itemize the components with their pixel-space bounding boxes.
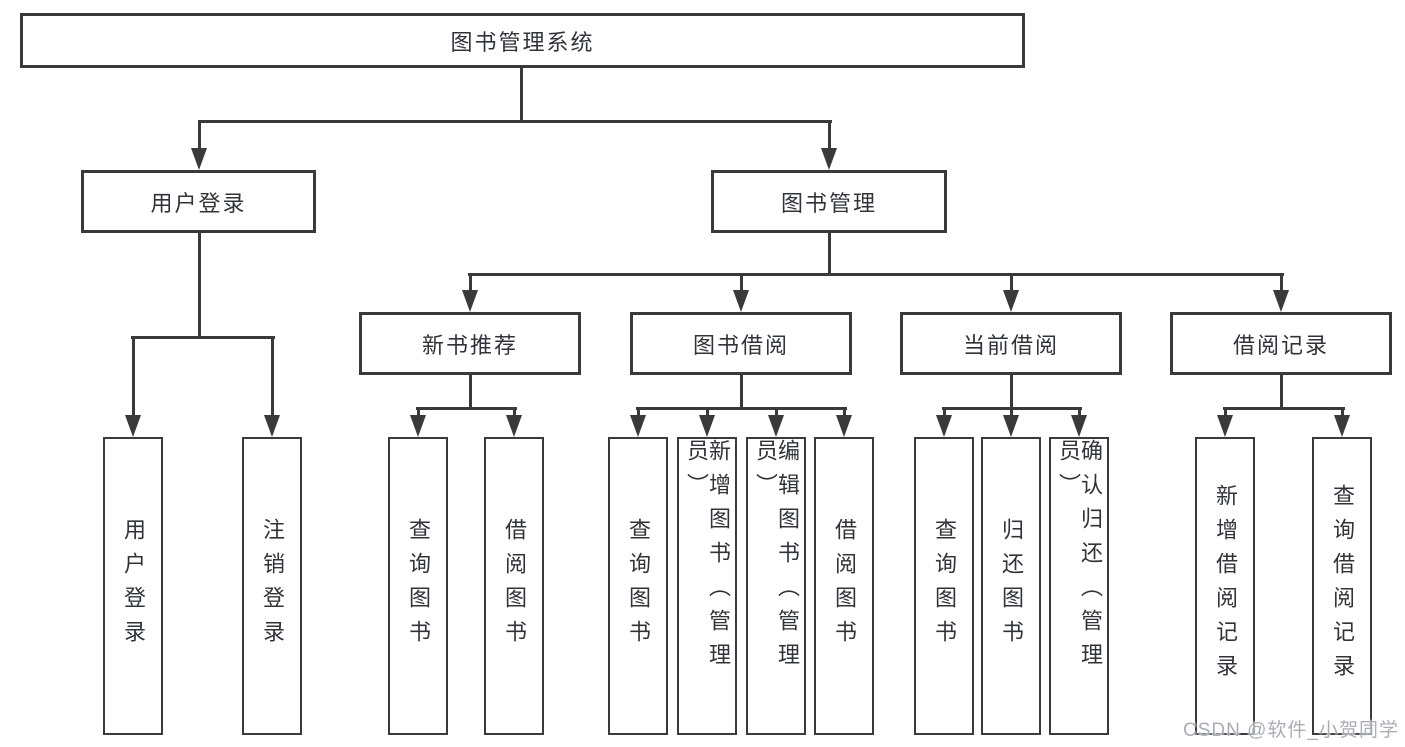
csdn-watermark: CSDN @软件_小贺同学	[1183, 720, 1399, 741]
leaf-record-add-label: 新增借阅记录	[1213, 484, 1238, 688]
connector-records-stem	[1280, 375, 1283, 410]
leaf-borrow-query: 查询图书	[608, 437, 668, 735]
connector-drop-borrow-add	[706, 407, 709, 417]
leaf-current-return: 归还图书	[981, 437, 1041, 735]
arrowhead-borrowing-records	[1273, 290, 1289, 312]
connector-borrowing-stem	[740, 375, 743, 410]
node-user-login: 用户登录	[81, 170, 316, 233]
arrowhead-borrow-query	[630, 415, 646, 437]
node-book-borrowing: 图书借阅	[630, 312, 852, 375]
arrowhead-current-query	[936, 415, 952, 437]
connector-drop-current-borrowing	[1010, 273, 1013, 290]
connector-drop-leaf-user-login	[132, 336, 135, 415]
node-root-label: 图书管理系统	[450, 29, 595, 55]
arrowhead-leaf-user-login	[125, 415, 141, 437]
leaf-current-query-label: 查询图书	[932, 518, 957, 654]
leaf-logout: 注销登录	[242, 437, 302, 735]
connector-drop-record-add	[1224, 407, 1227, 417]
node-new-book-recommend-label: 新书推荐	[421, 332, 518, 358]
node-borrowing-records: 借阅记录	[1170, 312, 1392, 375]
leaf-record-query-label: 查询借阅记录	[1330, 484, 1355, 688]
arrowhead-book-management	[821, 148, 837, 170]
connector-drop-leaf-logout	[271, 336, 274, 415]
leaf-record-query: 查询借阅记录	[1312, 437, 1372, 735]
connector-drop-borrow-edit	[775, 407, 778, 417]
connector-borrowing-branch	[636, 407, 847, 410]
arrowhead-newbook-borrow	[506, 415, 522, 437]
connector-drop-borrow-book	[843, 407, 846, 417]
leaf-newbook-borrow-label: 借阅图书	[502, 518, 527, 654]
node-book-management: 图书管理	[711, 170, 947, 233]
arrowhead-book-borrowing	[733, 290, 749, 312]
connector-drop-borrowing-records	[1280, 273, 1283, 290]
connector-drop-current-confirm	[1078, 407, 1081, 417]
leaf-current-confirm-label: 确认归还（管理员）	[1056, 439, 1103, 677]
leaf-borrow-query-label: 查询图书	[626, 518, 651, 654]
leaf-borrow-edit: 编辑图书（管理员）	[746, 437, 806, 735]
connector-new-book-branch	[416, 407, 517, 410]
connector-drop-borrow-query	[637, 407, 640, 417]
leaf-user-login-label: 用户登录	[121, 518, 146, 654]
arrowhead-newbook-query	[410, 415, 426, 437]
connector-drop-user-login	[198, 120, 201, 148]
connector-user-login-stem	[198, 233, 201, 336]
leaf-borrow-add: 新增图书（管理员）	[677, 437, 737, 735]
leaf-logout-label: 注销登录	[260, 518, 285, 654]
arrowhead-new-book-recommend	[462, 290, 478, 312]
node-book-borrowing-label: 图书借阅	[692, 332, 789, 358]
arrowhead-borrow-book	[836, 415, 852, 437]
arrowhead-record-query	[1334, 415, 1350, 437]
connector-drop-current-return	[1010, 407, 1013, 417]
arrowhead-borrow-add	[699, 415, 715, 437]
arrowhead-record-add	[1217, 415, 1233, 437]
node-current-borrowing: 当前借阅	[900, 312, 1122, 375]
node-book-management-label: 图书管理	[780, 190, 877, 216]
connector-book-management-branch	[468, 273, 1284, 276]
connector-drop-newbook-query	[417, 407, 420, 417]
connector-drop-newbook-borrow	[513, 407, 516, 417]
arrowhead-current-borrowing	[1003, 290, 1019, 312]
leaf-borrow-book-label: 借阅图书	[832, 518, 857, 654]
leaf-newbook-query-label: 查询图书	[406, 518, 431, 654]
leaf-user-login: 用户登录	[103, 437, 163, 735]
connector-new-book-stem	[469, 375, 472, 410]
connector-root-branch	[198, 120, 832, 123]
arrowhead-current-confirm	[1071, 415, 1087, 437]
leaf-borrow-edit-label: 编辑图书（管理员）	[753, 439, 800, 677]
node-current-borrowing-label: 当前借阅	[962, 332, 1059, 358]
arrowhead-current-return	[1003, 415, 1019, 437]
leaf-newbook-query: 查询图书	[388, 437, 448, 735]
node-new-book-recommend: 新书推荐	[359, 312, 581, 375]
node-root: 图书管理系统	[20, 13, 1025, 68]
connector-drop-book-management	[828, 120, 831, 148]
leaf-borrow-add-label: 新增图书（管理员）	[684, 439, 731, 677]
arrowhead-user-login	[191, 148, 207, 170]
connector-drop-new-book-recommend	[469, 273, 472, 290]
leaf-borrow-book: 借阅图书	[814, 437, 874, 735]
connector-drop-current-query	[943, 407, 946, 417]
leaf-current-query: 查询图书	[914, 437, 974, 735]
leaf-current-return-label: 归还图书	[999, 518, 1024, 654]
arrowhead-borrow-edit	[768, 415, 784, 437]
connector-user-login-branch	[131, 336, 275, 339]
leaf-newbook-borrow: 借阅图书	[484, 437, 544, 735]
node-borrowing-records-label: 借阅记录	[1232, 332, 1329, 358]
connector-drop-book-borrowing	[740, 273, 743, 290]
connector-book-management-stem	[828, 233, 831, 273]
node-user-login-label: 用户登录	[150, 190, 247, 216]
connector-root-stem	[520, 68, 523, 120]
connector-current-stem	[1010, 375, 1013, 410]
leaf-current-confirm: 确认归还（管理员）	[1049, 437, 1109, 735]
connector-records-branch	[1223, 407, 1345, 410]
leaf-record-add: 新增借阅记录	[1195, 437, 1255, 735]
connector-drop-record-query	[1341, 407, 1344, 417]
arrowhead-leaf-logout	[264, 415, 280, 437]
